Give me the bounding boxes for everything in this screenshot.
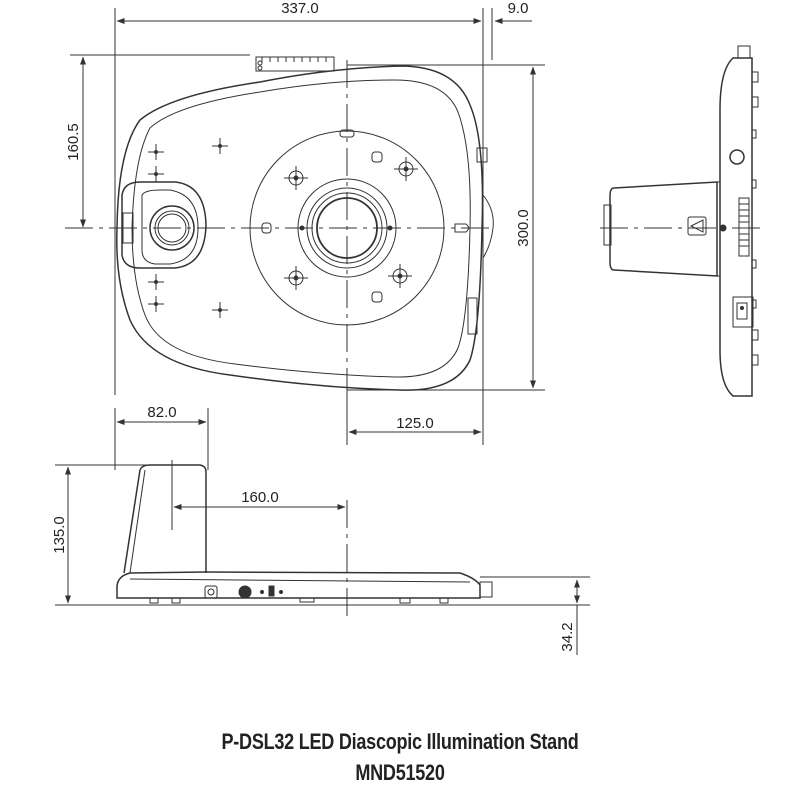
pillar-ring bbox=[149, 205, 195, 251]
end-pillar-cap bbox=[603, 204, 612, 246]
stand-base-outline bbox=[116, 65, 484, 391]
dim-label-center-to-right: 125.0 bbox=[396, 415, 434, 432]
side-base bbox=[116, 571, 481, 599]
dim-label-overall-height: 135.0 bbox=[51, 516, 68, 554]
dim-label-base-height: 34.2 bbox=[559, 622, 576, 651]
side-dimmer-knob bbox=[238, 585, 252, 599]
end-base-plate bbox=[719, 57, 753, 397]
alignment-marks bbox=[148, 138, 228, 318]
dim-label-overall-depth: 300.0 bbox=[515, 209, 532, 247]
pillar-housing bbox=[121, 181, 207, 269]
right-switch bbox=[467, 297, 478, 335]
product-title: P-DSL32 LED Diascopic Illumination Stand bbox=[221, 729, 579, 754]
pillar-label-plate bbox=[122, 212, 134, 244]
warning-triangle-icon bbox=[687, 216, 707, 236]
end-focus-knob bbox=[729, 149, 745, 165]
side-power-jack bbox=[204, 585, 218, 599]
end-view bbox=[600, 45, 765, 397]
stage-ring-outer bbox=[297, 178, 397, 278]
top-view bbox=[65, 8, 545, 445]
dim-label-overall-width: 337.0 bbox=[281, 0, 319, 17]
side-view bbox=[55, 408, 590, 655]
stage-disk bbox=[249, 130, 445, 326]
stand-base-inner-outline bbox=[131, 79, 471, 378]
end-rack-top bbox=[737, 45, 751, 59]
dim-label-pillar-to-center: 160.0 bbox=[241, 489, 279, 506]
light-aperture bbox=[316, 197, 378, 259]
end-scale bbox=[738, 197, 750, 257]
scale-rack bbox=[255, 56, 335, 72]
side-switch bbox=[268, 585, 275, 597]
end-power-switch bbox=[732, 296, 754, 328]
right-knob bbox=[476, 147, 488, 163]
end-pillar bbox=[609, 181, 718, 277]
side-right-knob bbox=[479, 581, 493, 598]
dim-label-knob-offset: 9.0 bbox=[508, 0, 529, 17]
dim-label-pillar-width: 82.0 bbox=[147, 404, 176, 421]
side-pillar bbox=[139, 464, 207, 573]
mounting-holes bbox=[284, 157, 418, 290]
model-number: MND51520 bbox=[355, 760, 445, 785]
dim-label-center-to-top: 160.5 bbox=[65, 123, 82, 161]
